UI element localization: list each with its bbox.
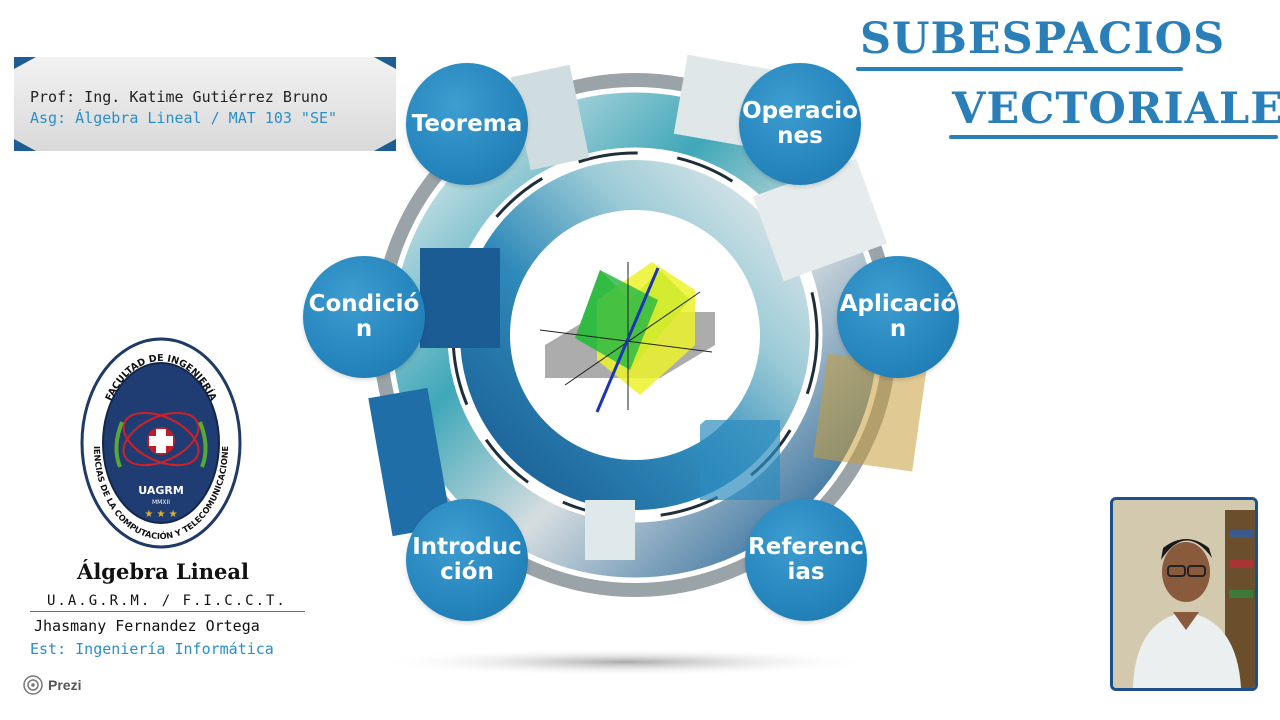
menu-condicion[interactable]: Condición [303,256,425,378]
prezi-badge[interactable]: Prezi [22,672,81,698]
title-line-2: VECTORIALES [952,84,1280,134]
title-line-1: SUBESPACIOS [860,14,1226,64]
menu-referencias[interactable]: Referencias [745,499,867,621]
title-underline-1 [856,67,1183,71]
subspace-planes-graphic [539,262,715,413]
corner-decoration [14,57,36,69]
menu-teorema[interactable]: Teorema [406,63,528,185]
menu-teorema-label: Teorema [411,110,523,137]
corner-decoration [14,139,36,151]
institution-label: U.A.G.R.M. / F.I.C.C.T. [47,593,287,609]
menu-introduccion[interactable]: Introducción [406,499,528,621]
logo-year: MMXII [152,499,170,506]
corner-decoration [374,57,396,69]
career-label: Est: Ingeniería Informática [30,640,274,658]
student-name: Jhasmany Fernandez Ortega [34,617,260,635]
logo-stars: ★ ★ ★ [144,509,177,520]
faculty-logo: FACULTAD DE INGENIERÍA CIENCIAS DE LA CO… [80,337,242,549]
subject-label: Asg: Álgebra Lineal / MAT 103 "SE" [30,109,338,127]
menu-aplicacion-label: Aplicación [839,291,957,342]
menu-referencias-label: Referencias [748,534,864,585]
marble-tiles [368,54,927,560]
presenter-video [1113,500,1255,688]
professor-label: Prof: Ing. Katime Gutiérrez Bruno [30,88,329,106]
menu-introduccion-label: Introducción [412,534,522,585]
webcam-overlay [1110,497,1258,691]
info-box: Prof: Ing. Katime Gutiérrez Bruno Asg: Á… [14,57,396,151]
menu-operaciones-label: Operaciones [742,98,858,149]
menu-aplicacion[interactable]: Aplicación [837,256,959,378]
prezi-icon [23,675,43,695]
logo-acronym: UAGRM [138,484,184,497]
menu-condicion-label: Condición [308,291,420,342]
corner-decoration [374,139,396,151]
menu-operaciones[interactable]: Operaciones [739,63,861,185]
prezi-label: Prezi [48,677,82,693]
title-underline-2 [949,135,1278,139]
institution-underline [30,611,305,612]
course-name: Álgebra Lineal [77,559,249,584]
ring-divider [451,151,819,519]
ground-shadow [375,648,875,676]
